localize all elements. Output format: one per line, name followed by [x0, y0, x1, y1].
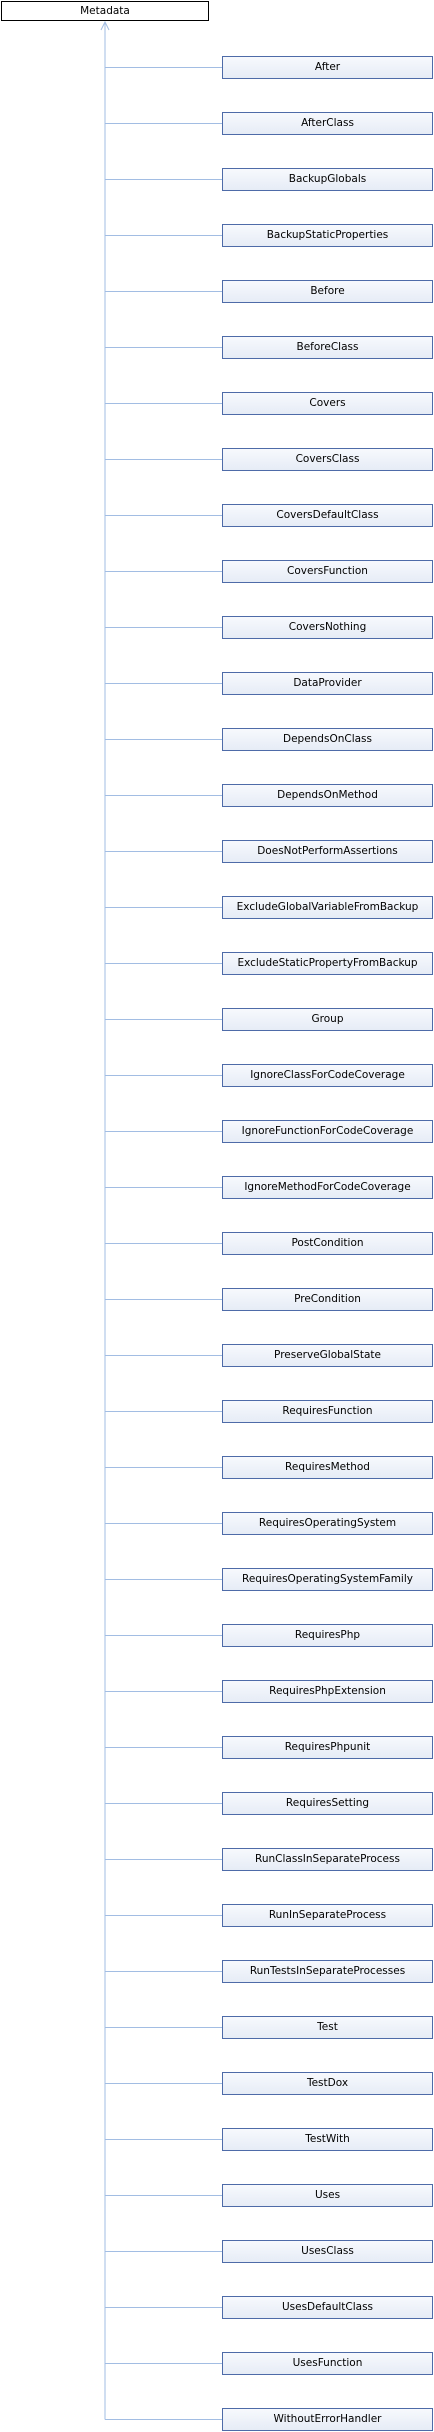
child-class-box[interactable]: CoversFunction: [222, 560, 433, 583]
child-class-box[interactable]: Uses: [222, 2184, 433, 2207]
child-class-box[interactable]: RequiresSetting: [222, 1792, 433, 1815]
child-class-box[interactable]: PostCondition: [222, 1232, 433, 1255]
child-class-box[interactable]: Before: [222, 280, 433, 303]
child-class-box[interactable]: CoversDefaultClass: [222, 504, 433, 527]
child-class-box[interactable]: PreserveGlobalState: [222, 1344, 433, 1367]
child-class-box[interactable]: BackupGlobals: [222, 168, 433, 191]
child-class-box[interactable]: DataProvider: [222, 672, 433, 695]
child-class-box[interactable]: RequiresPhp: [222, 1624, 433, 1647]
child-class-box[interactable]: UsesClass: [222, 2240, 433, 2263]
child-class-box[interactable]: UsesFunction: [222, 2352, 433, 2375]
child-class-box[interactable]: CoversNothing: [222, 616, 433, 639]
child-class-box[interactable]: RequiresMethod: [222, 1456, 433, 1479]
child-class-box[interactable]: TestDox: [222, 2072, 433, 2095]
child-class-box[interactable]: RunInSeparateProcess: [222, 1904, 433, 1927]
child-class-box[interactable]: ExcludeStaticPropertyFromBackup: [222, 952, 433, 975]
child-class-box[interactable]: BeforeClass: [222, 336, 433, 359]
child-class-box[interactable]: RunTestsInSeparateProcesses: [222, 1960, 433, 1983]
child-class-box[interactable]: AfterClass: [222, 112, 433, 135]
child-class-box[interactable]: Test: [222, 2016, 433, 2039]
child-class-box[interactable]: DoesNotPerformAssertions: [222, 840, 433, 863]
child-class-box[interactable]: After: [222, 56, 433, 79]
child-class-box[interactable]: RequiresFunction: [222, 1400, 433, 1423]
child-class-box[interactable]: RequiresOperatingSystemFamily: [222, 1568, 433, 1591]
child-class-box[interactable]: UsesDefaultClass: [222, 2296, 433, 2319]
child-class-box[interactable]: Group: [222, 1008, 433, 1031]
child-class-box[interactable]: DependsOnMethod: [222, 784, 433, 807]
child-class-box[interactable]: IgnoreClassForCodeCoverage: [222, 1064, 433, 1087]
child-class-box[interactable]: WithoutErrorHandler: [222, 2408, 433, 2431]
child-class-box[interactable]: RequiresPhpunit: [222, 1736, 433, 1759]
child-class-box[interactable]: IgnoreFunctionForCodeCoverage: [222, 1120, 433, 1143]
child-class-box[interactable]: BackupStaticProperties: [222, 224, 433, 247]
child-class-box[interactable]: RequiresPhpExtension: [222, 1680, 433, 1703]
child-class-box[interactable]: Covers: [222, 392, 433, 415]
parent-class-box[interactable]: Metadata: [1, 1, 209, 21]
child-class-box[interactable]: DependsOnClass: [222, 728, 433, 751]
child-class-box[interactable]: IgnoreMethodForCodeCoverage: [222, 1176, 433, 1199]
child-class-box[interactable]: ExcludeGlobalVariableFromBackup: [222, 896, 433, 919]
child-class-box[interactable]: RequiresOperatingSystem: [222, 1512, 433, 1535]
child-class-box[interactable]: PreCondition: [222, 1288, 433, 1311]
child-class-box[interactable]: CoversClass: [222, 448, 433, 471]
child-class-box[interactable]: RunClassInSeparateProcess: [222, 1848, 433, 1871]
child-class-box[interactable]: TestWith: [222, 2128, 433, 2151]
